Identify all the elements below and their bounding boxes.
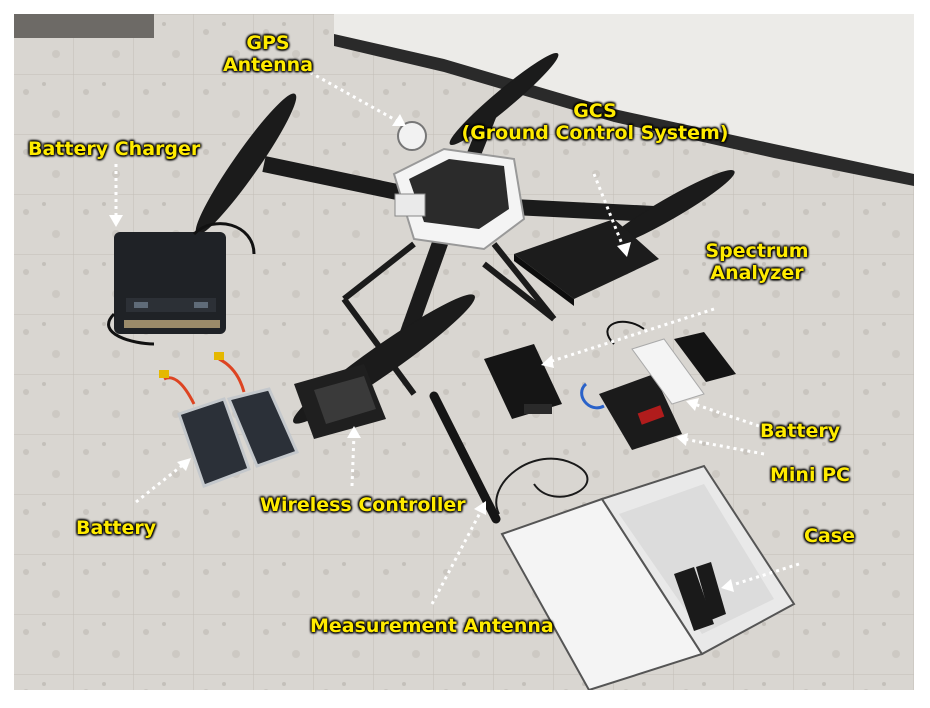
- label-wireless-controller: Wireless Controller: [260, 494, 466, 516]
- battery-charger: [107, 222, 256, 346]
- lipo-batteries: [159, 352, 300, 488]
- label-measurement-antenna-text: Measurement Antenna: [310, 615, 554, 637]
- label-case: Case: [804, 525, 855, 547]
- gcs-tablet: [514, 219, 659, 306]
- label-measurement-antenna: Measurement Antenna: [310, 615, 554, 637]
- label-spectrum-line1: Spectrum: [705, 240, 809, 262]
- drone: [195, 52, 735, 424]
- label-spectrum-line2: Analyzer: [710, 262, 804, 284]
- baseboard: [334, 34, 914, 186]
- label-wireless-controller-text: Wireless Controller: [260, 494, 466, 516]
- mini-pc: [599, 374, 682, 450]
- label-battery-charger-text: Battery Charger: [28, 138, 201, 160]
- callout-arrows: [109, 67, 800, 605]
- label-battery-left: Battery: [76, 517, 156, 539]
- label-battery-charger: Battery Charger: [28, 138, 200, 160]
- label-gcs-line1: GCS: [573, 100, 617, 122]
- label-gps-line2: Antenna: [222, 54, 314, 76]
- wireless-controller: [294, 364, 386, 439]
- label-spectrum-analyzer: Spectrum Analyzer: [702, 240, 812, 284]
- label-battery-right: Battery: [760, 420, 840, 442]
- spectrum-analyzer: [484, 344, 562, 419]
- measurement-antenna-rod: [429, 391, 501, 524]
- equipment-case: [500, 464, 796, 690]
- photo-illustration: [14, 14, 914, 690]
- drone-equipment-photo: GPS Antenna Battery Charger GCS (Ground …: [14, 14, 914, 690]
- label-gcs-line2: (Ground Control System): [461, 122, 729, 144]
- label-mini-pc: Mini PC: [770, 464, 850, 486]
- label-mini-pc-text: Mini PC: [770, 464, 850, 486]
- power-bank-phone: [580, 320, 736, 410]
- label-gps-antenna: GPS Antenna: [208, 32, 328, 76]
- label-gcs: GCS (Ground Control System): [460, 100, 730, 144]
- wall: [334, 14, 914, 174]
- label-gps-line1: GPS: [246, 32, 290, 54]
- label-case-text: Case: [804, 525, 855, 547]
- door-corner: [14, 14, 154, 38]
- label-battery-right-text: Battery: [760, 420, 841, 442]
- label-battery-left-text: Battery: [76, 517, 157, 539]
